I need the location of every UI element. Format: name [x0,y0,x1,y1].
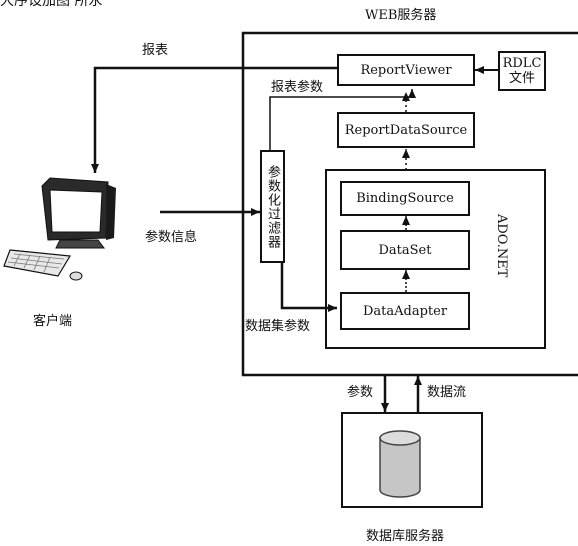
edge-label-dataset-params: 数据集参数 [245,319,311,334]
binding-source-box: BindingSource [340,181,470,216]
param-filter-label: 参数化过滤器 [265,164,280,249]
ado-net-label: ADO.NET [494,214,509,278]
db-server-box [341,412,483,508]
client-label: 客户端 [33,314,73,329]
report-viewer-label: ReportViewer [360,62,452,78]
edge-dataset-params [280,263,337,312]
report-viewer-box: ReportViewer [337,54,475,86]
edge-report [91,66,337,173]
database-icon [379,430,421,498]
report-datasource-label: ReportDataSource [344,122,468,138]
top-cropped-text: 大序设加图 所永 [0,0,103,9]
edge-label-report: 报表 [142,43,169,58]
param-filter-box: 参数化过滤器 [260,150,285,263]
db-server-label: 数据库服务器 [366,529,445,544]
binding-source-label: BindingSource [356,191,454,206]
report-datasource-box: ReportDataSource [337,112,475,148]
edge-label-param-info: 参数信息 [145,230,198,245]
edge-label-report-params: 报表参数 [271,80,324,95]
dataset-label: DataSet [378,242,432,258]
ado-net-box [325,169,546,349]
web-server-box [241,31,578,377]
dataset-box: DataSet [340,230,470,270]
rdlc-file-box: RDLC 文件 [498,51,546,91]
edge-label-params: 参数 [347,385,374,400]
edge-label-data-flow: 数据流 [427,385,467,400]
web-server-label: WEB服务器 [365,8,437,23]
edge-report-params [269,89,416,150]
rdlc-label-line1: RDLC [502,56,542,71]
data-adapter-box: DataAdapter [340,292,470,330]
data-adapter-label: DataAdapter [362,303,448,319]
client-computer-icon [3,177,116,281]
rdlc-label-line2: 文件 [508,71,535,86]
